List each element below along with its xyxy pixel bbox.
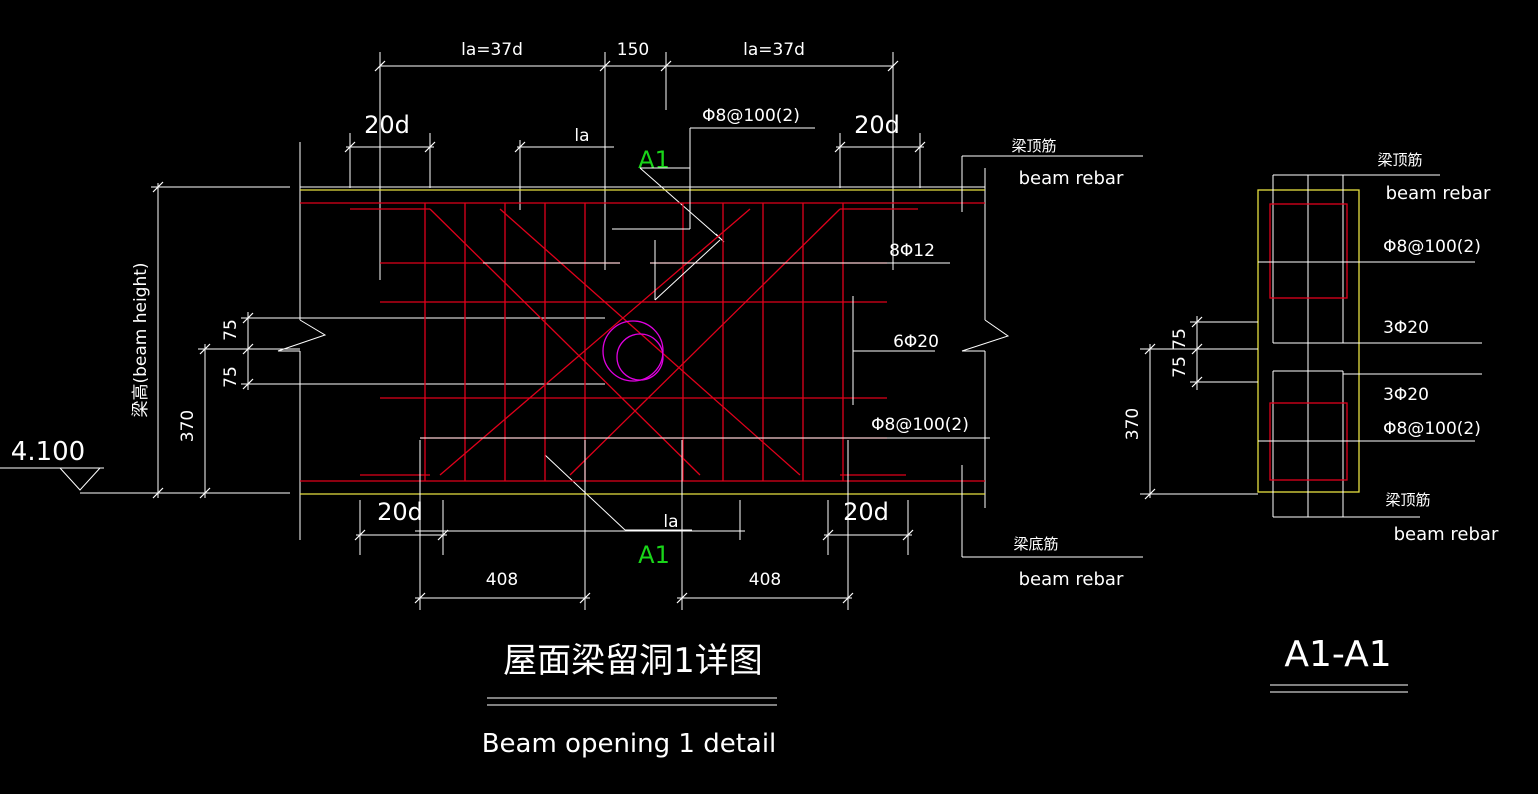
section-bottom-rebar-en: beam rebar [1394, 524, 1499, 545]
callout-stirrup-top: Φ8@100(2) [702, 106, 800, 126]
section-a1: 75 75 370 梁顶筋 beam rebar Φ8@100(2) 3Φ20 … [1123, 151, 1499, 693]
section-stirrup-upper: Φ8@100(2) [1383, 237, 1481, 257]
callout-top-rebar-en: beam rebar [1019, 168, 1124, 189]
dim-la-bottom: la [663, 512, 678, 532]
section-bar-upper: 3Φ20 [1383, 318, 1429, 338]
section-dim-75-b: 75 [1170, 356, 1190, 378]
left-dimensions: 梁高(beam height) 370 75 75 4.100 [0, 181, 605, 499]
main-detail: la=37d 150 la=37d 20d 20d la A1 [0, 40, 1143, 759]
title-en: Beam opening 1 detail [482, 729, 777, 759]
dim-370: 370 [178, 410, 198, 442]
section-dim-75-a: 75 [1170, 328, 1190, 350]
top-dimensions: la=37d 150 la=37d 20d 20d la [344, 40, 926, 280]
dim-75-lower: 75 [221, 366, 241, 388]
section-bottom-rebar-cn: 梁顶筋 [1385, 491, 1430, 509]
title-cn: 屋面梁留洞1详图 [503, 641, 763, 681]
section-bar-lower: 3Φ20 [1383, 385, 1429, 405]
beam-opening [602, 320, 664, 382]
rebar-cage [300, 202, 985, 482]
section-stirrup-lower: Φ8@100(2) [1383, 419, 1481, 439]
dim-20d-bottom-right: 20d [843, 498, 889, 526]
section-mark-bottom: A1 [638, 541, 670, 569]
dim-la-top: la [574, 126, 589, 146]
dim-la-right: la=37d [743, 40, 805, 60]
stirrup-leaders [415, 127, 990, 540]
callout-stirrup-bottom: Φ8@100(2) [871, 415, 969, 435]
dim-la-left: la=37d [461, 40, 523, 60]
dim-150: 150 [617, 40, 649, 60]
dim-408-left: 408 [486, 570, 518, 590]
callout-6phi20: 6Φ20 [893, 332, 939, 352]
callout-8phi12: 8Φ12 [889, 241, 935, 261]
elevation-label: 4.100 [11, 437, 85, 467]
beam-height-label: 梁高(beam height) [131, 262, 151, 417]
main-title: 屋面梁留洞1详图 Beam opening 1 detail [482, 641, 777, 759]
section-top-rebar-cn: 梁顶筋 [1377, 151, 1422, 169]
callout-bottom-rebar-en: beam rebar [1019, 569, 1124, 590]
section-title: A1-A1 [1284, 634, 1391, 675]
dim-20d-bottom-left: 20d [377, 498, 423, 526]
section-mark-top: A1 [638, 146, 670, 174]
callout-bottom-rebar-cn: 梁底筋 [1013, 535, 1058, 553]
beam-outline [277, 142, 1010, 540]
dim-20d-top-left: 20d [364, 111, 410, 139]
dim-75-upper: 75 [221, 319, 241, 341]
dim-20d-top-right: 20d [854, 111, 900, 139]
dim-408-right: 408 [749, 570, 781, 590]
main-callouts: Φ8@100(2) 8Φ12 6Φ20 Φ8@100(2) 梁顶筋 beam r… [702, 106, 1143, 590]
section-dim-370: 370 [1123, 408, 1143, 440]
callout-top-rebar-cn: 梁顶筋 [1011, 137, 1056, 155]
section-top-rebar-en: beam rebar [1386, 183, 1491, 204]
bottom-dimensions: 20d 20d la 408 408 [354, 440, 914, 610]
